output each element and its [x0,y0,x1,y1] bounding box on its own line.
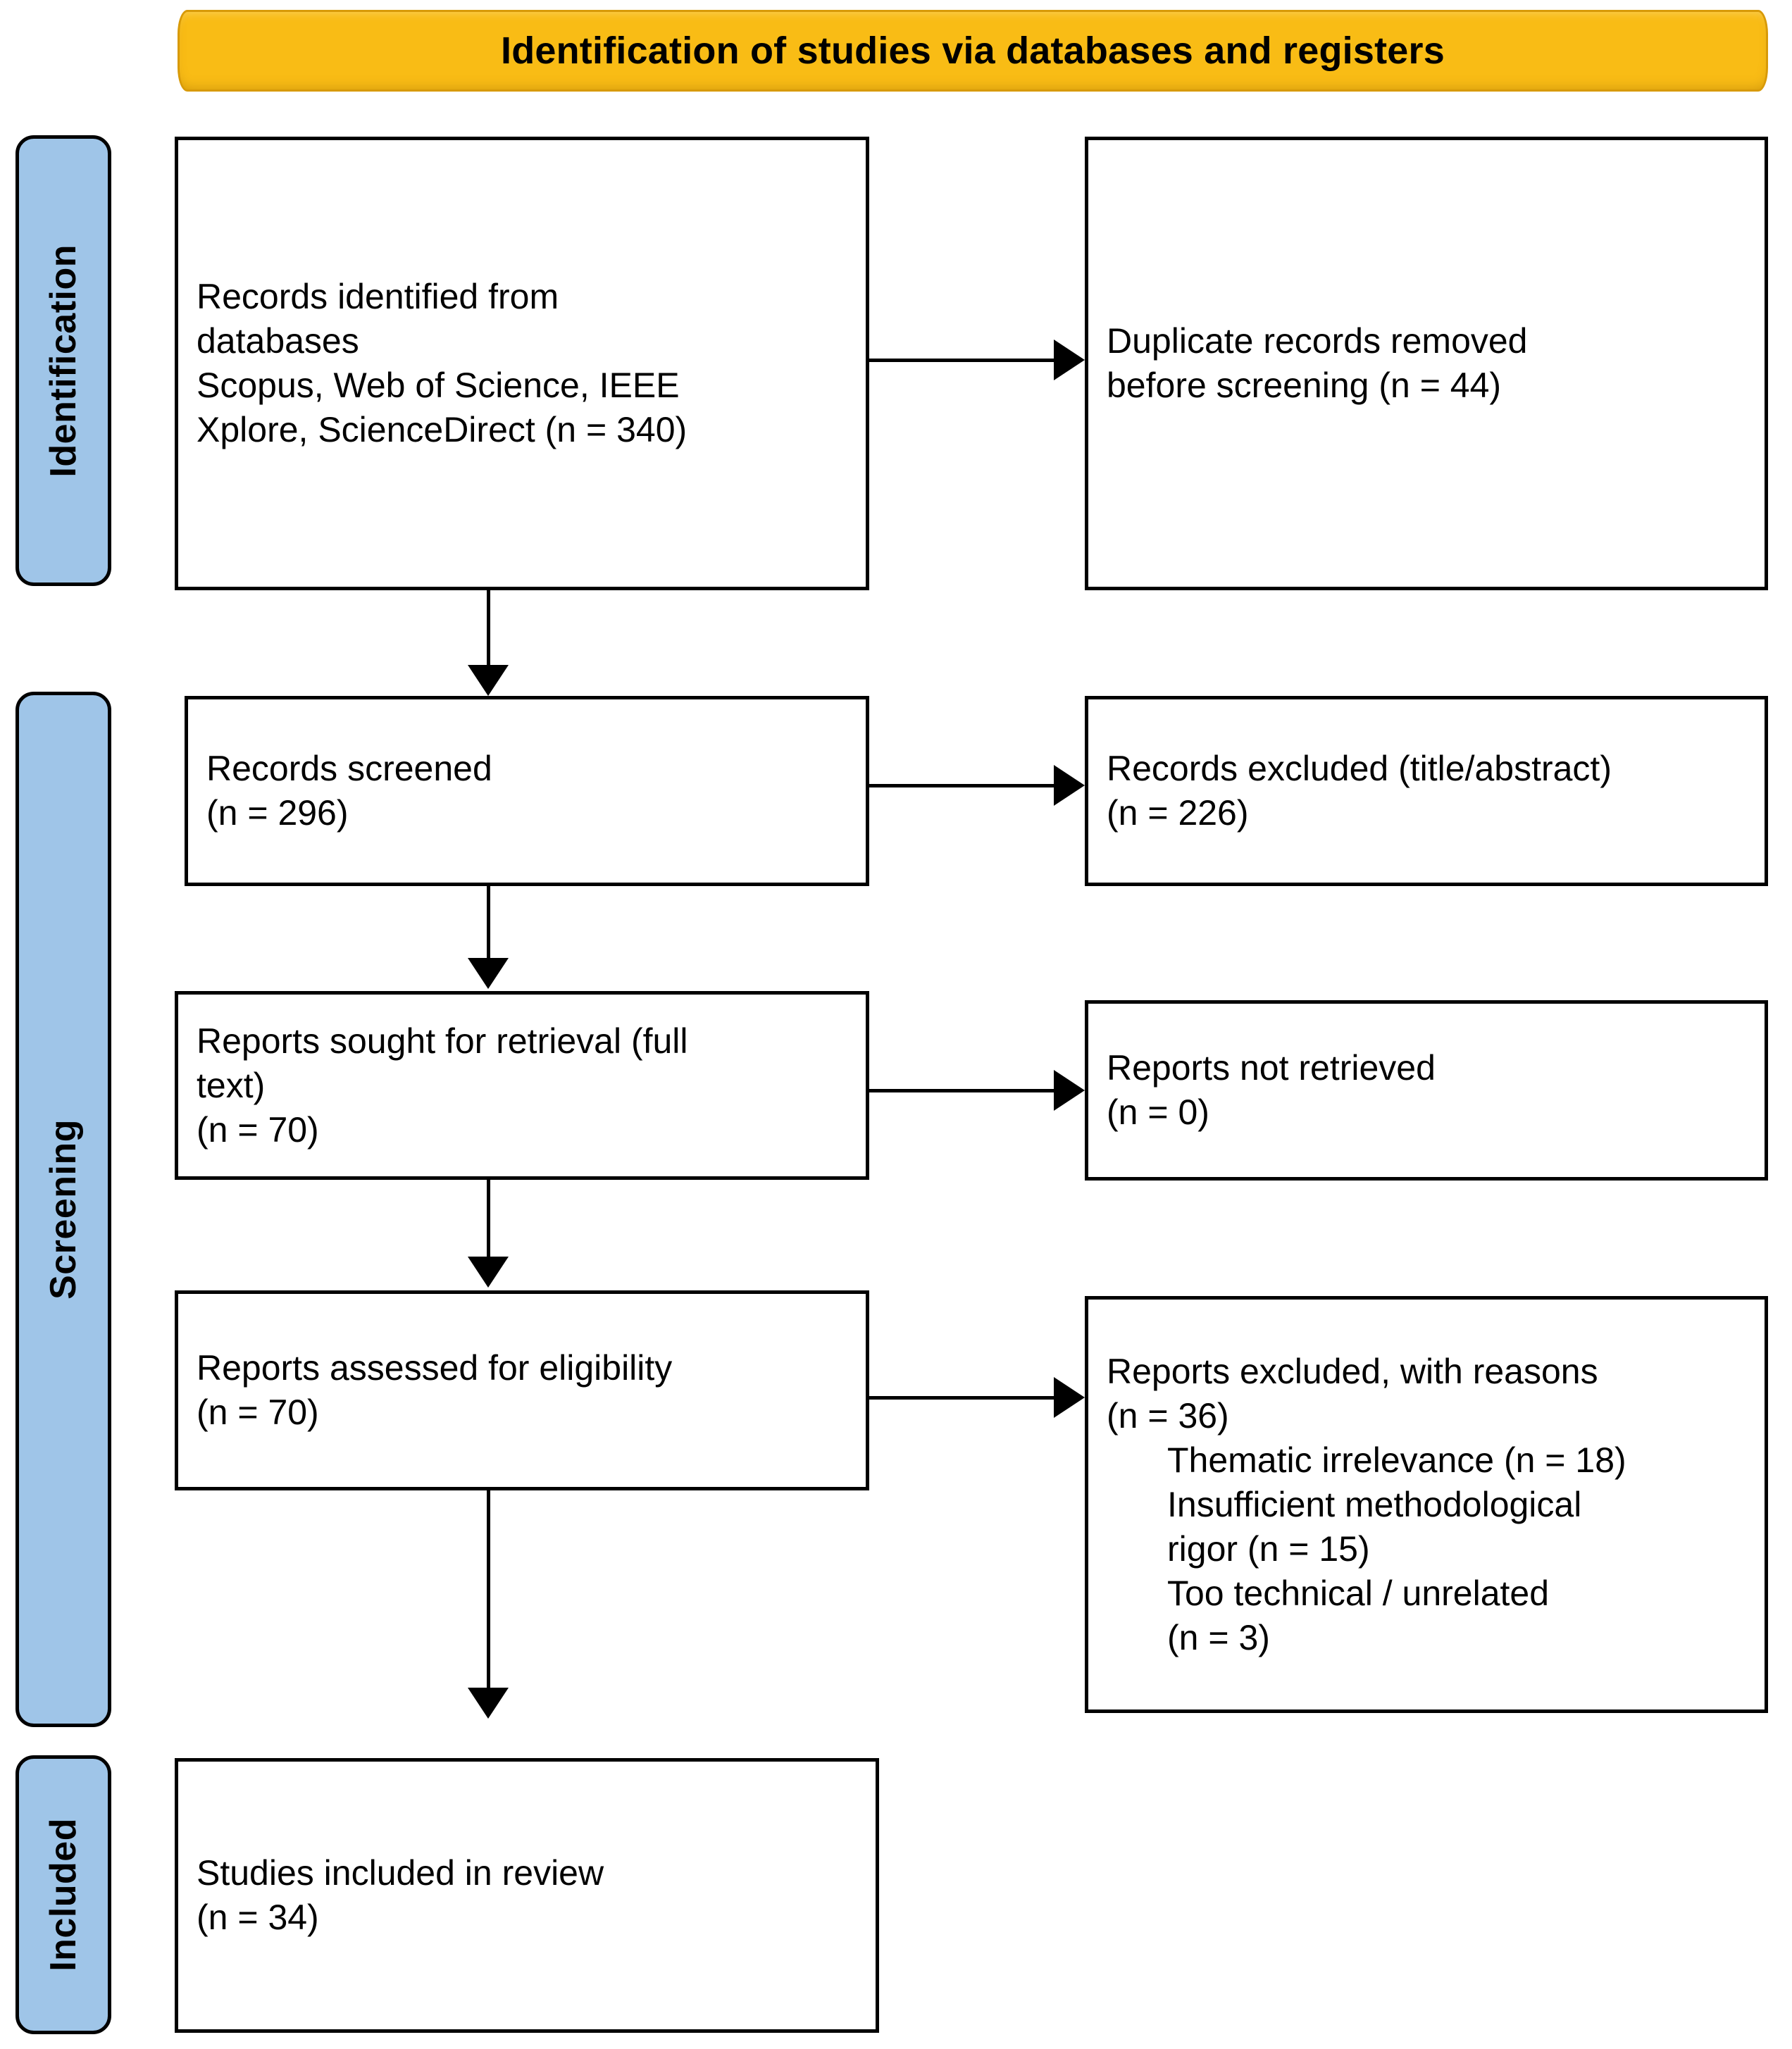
box-records-screened: Records screened (n = 296) [185,696,869,886]
connector-sought-to-not-retrieved [869,1089,1054,1092]
arrowhead-screened-to-excluded [1054,765,1085,806]
box-reports-sought-for-retrieval: Reports sought for retrieval (full text)… [175,991,869,1180]
box-reports-assessed-for-eligibility: Reports assessed for eligibility (n = 70… [175,1290,869,1490]
stage-label-screening: Screening [15,692,111,1727]
box-studies-included-in-review: Studies included in review (n = 34) [175,1758,879,2033]
box-reports-sought-for-retrieval-text: Reports sought for retrieval (full text)… [197,1021,688,1150]
connector-sought-to-assessed [487,1180,490,1259]
stage-label-included-text: Included [43,1818,84,1972]
box-reports-assessed-for-eligibility-text: Reports assessed for eligibility (n = 70… [197,1348,673,1432]
connector-screened-to-sought [487,886,490,961]
stage-label-screening-text: Screening [43,1119,84,1300]
box-duplicate-records-removed: Duplicate records removed before screeni… [1085,137,1768,590]
box-duplicate-records-removed-text: Duplicate records removed before screeni… [1107,321,1528,405]
arrowhead-identified-to-duplicates [1054,340,1085,380]
stage-label-included: Included [15,1755,111,2034]
excluded-reason-too-technical: Too technical / unrelated [1167,1573,1550,1613]
excluded-reason-too-technical-cont: (n = 3) [1167,1617,1270,1657]
arrowhead-sought-to-not-retrieved [1054,1070,1085,1111]
connector-identified-to-duplicates [869,359,1054,362]
stage-label-identification: Identification [15,135,111,586]
arrowhead-sought-to-assessed [468,1257,509,1288]
box-reports-not-retrieved: Reports not retrieved (n = 0) [1085,1000,1768,1181]
diagram-header-banner: Identification of studies via databases … [178,10,1768,92]
connector-screened-to-excluded [869,784,1054,787]
box-records-screened-text: Records screened (n = 296) [206,749,492,833]
box-records-excluded-title-abstract-text: Records excluded (title/abstract) (n = 2… [1107,749,1612,833]
box-reports-not-retrieved-text: Reports not retrieved (n = 0) [1107,1048,1436,1132]
excluded-reason-methodological-cont: rigor (n = 15) [1167,1528,1370,1569]
excluded-reason-methodological: Insufficient methodological [1167,1484,1582,1524]
box-reports-excluded-with-reasons: Reports excluded, with reasons (n = 36) T… [1085,1296,1768,1713]
box-records-identified: Records identified from databases Scopus… [175,137,869,590]
arrowhead-assessed-to-included [468,1688,509,1719]
arrowhead-assessed-to-excluded-reasons [1054,1377,1085,1418]
diagram-title: Identification of studies via databases … [501,30,1445,72]
connector-identified-to-screened [487,590,490,668]
connector-assessed-to-included [487,1490,490,1689]
box-records-excluded-title-abstract: Records excluded (title/abstract) (n = 2… [1085,696,1768,886]
excluded-reasons-heading: Reports excluded, with reasons (n = 36) [1107,1351,1598,1435]
box-reports-excluded-with-reasons-text: Reports excluded, with reasons (n = 36) T… [1107,1350,1626,1660]
stage-label-identification-text: Identification [43,244,84,478]
box-studies-included-in-review-text: Studies included in review (n = 34) [197,1853,604,1937]
excluded-reason-thematic: Thematic irrelevance (n = 18) [1167,1440,1626,1480]
arrowhead-screened-to-sought [468,958,509,989]
arrowhead-identified-to-screened [468,665,509,696]
connector-assessed-to-excluded-reasons [869,1396,1054,1400]
box-records-identified-text: Records identified from databases Scopus… [197,277,687,449]
